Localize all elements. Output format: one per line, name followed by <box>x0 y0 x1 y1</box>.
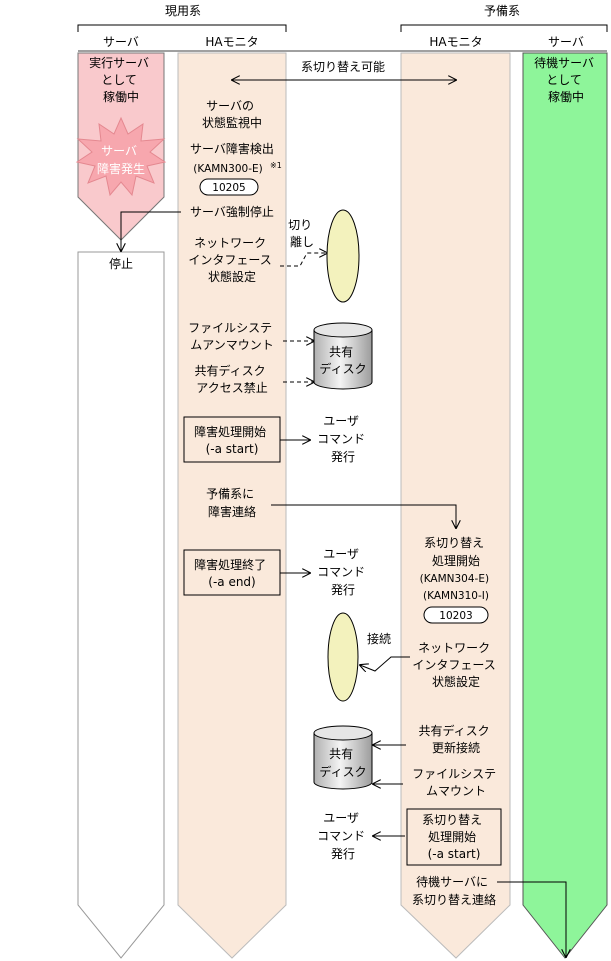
network-interface-ellipse-standby <box>327 612 359 702</box>
user-command-1: ユーザ コマンド 発行 <box>317 414 369 464</box>
column-header-standby-server: サーバ <box>548 35 584 49</box>
group-bracket-standby <box>400 24 608 32</box>
failure-end-box-label: 障害処理終了 (-a end) <box>194 557 270 589</box>
failure-start-box-label: 障害処理開始 (-a start) <box>194 424 270 456</box>
forced-stop-arrow <box>121 211 181 251</box>
switch-start-box <box>406 808 502 866</box>
switch-start-codes: (KAMN304-E) (KAMN310-I) <box>420 573 493 602</box>
user-command-2: ユーザ コマンド 発行 <box>317 547 369 597</box>
switch-start-box-label: 系切り替え 処理開始 (-a start) <box>422 813 486 861</box>
standby-server-status: 待機サーバ として 稼働中 <box>534 55 598 104</box>
footnote-mark: ※1 <box>270 161 282 170</box>
lane-standby-server <box>522 52 608 959</box>
shared-disk-standby-label: 共有 ディスク <box>319 747 366 779</box>
failure-end-box <box>183 549 281 596</box>
forced-stop-text: サーバ強制停止 <box>190 204 274 219</box>
switch-start-text: 系切り替え 処理開始 <box>424 536 488 568</box>
fs-unmount-text: ファイルシステ ムアンマウント <box>188 321 276 352</box>
shared-disk-active <box>313 322 373 390</box>
code-box-10205 <box>199 178 259 196</box>
active-server-status: 実行サーバ として 稼働中 <box>89 55 153 104</box>
connect-label: 接続 <box>367 631 391 646</box>
failure-detect-code: (KAMN300-E) <box>193 163 262 175</box>
disk-update-text: 共有ディスク 更新接続 <box>419 723 494 755</box>
connect-arrow <box>360 656 410 671</box>
column-header-active-ha: HAモニタ <box>205 35 258 49</box>
lane-active-ha <box>177 52 287 959</box>
group-label-standby: 予備系 <box>484 3 520 18</box>
code-box-10203-label: 10203 <box>439 610 472 622</box>
group-label-active: 現用系 <box>165 4 201 18</box>
user-command-3: ユーザ コマンド 発行 <box>317 811 369 861</box>
failure-burst <box>75 116 167 197</box>
fs-mount-text: ファイルシステ ムマウント <box>412 767 500 798</box>
network-interface-ellipse-active <box>326 209 360 303</box>
net-setting-text: ネットワーク インタフェース 状態設定 <box>412 641 499 689</box>
code-box-10203 <box>423 606 489 624</box>
shared-disk-standby <box>313 725 373 790</box>
disk-prohibit-text: 共有ディスク アクセス禁止 <box>195 363 270 395</box>
group-bracket-active <box>77 24 287 32</box>
notify-standby-server-arrow <box>497 881 566 957</box>
failure-burst-label: サーバ 障害発生 <box>97 144 145 176</box>
notify-standby-arrow <box>271 504 456 528</box>
failure-start-box <box>183 416 281 463</box>
lane-active-server-stopped <box>77 251 165 959</box>
shared-disk-active-label: 共有 ディスク <box>319 345 366 376</box>
active-server-stopped-label: 停止 <box>109 256 133 271</box>
notify-standby-server-text: 待機サーバに 系切り替え連絡 <box>412 874 496 907</box>
disconnect-dashed-arrow <box>280 253 327 267</box>
net-disconnect-text: ネットワーク インタフェース 状態設定 <box>188 236 275 284</box>
disconnect-label: 切り 離し <box>288 218 316 249</box>
column-header-standby-ha: HAモニタ <box>429 35 482 49</box>
monitoring-text: サーバの 状態監視中 <box>202 99 262 130</box>
column-header-active-server: サーバ <box>103 35 139 49</box>
notify-standby-text: 予備系に 障害連絡 <box>206 486 258 519</box>
switch-possible-label: 系切り替え可能 <box>301 60 385 74</box>
code-box-10205-label: 10205 <box>212 182 245 194</box>
failure-detect-text: サーバ障害検出 <box>190 141 274 156</box>
